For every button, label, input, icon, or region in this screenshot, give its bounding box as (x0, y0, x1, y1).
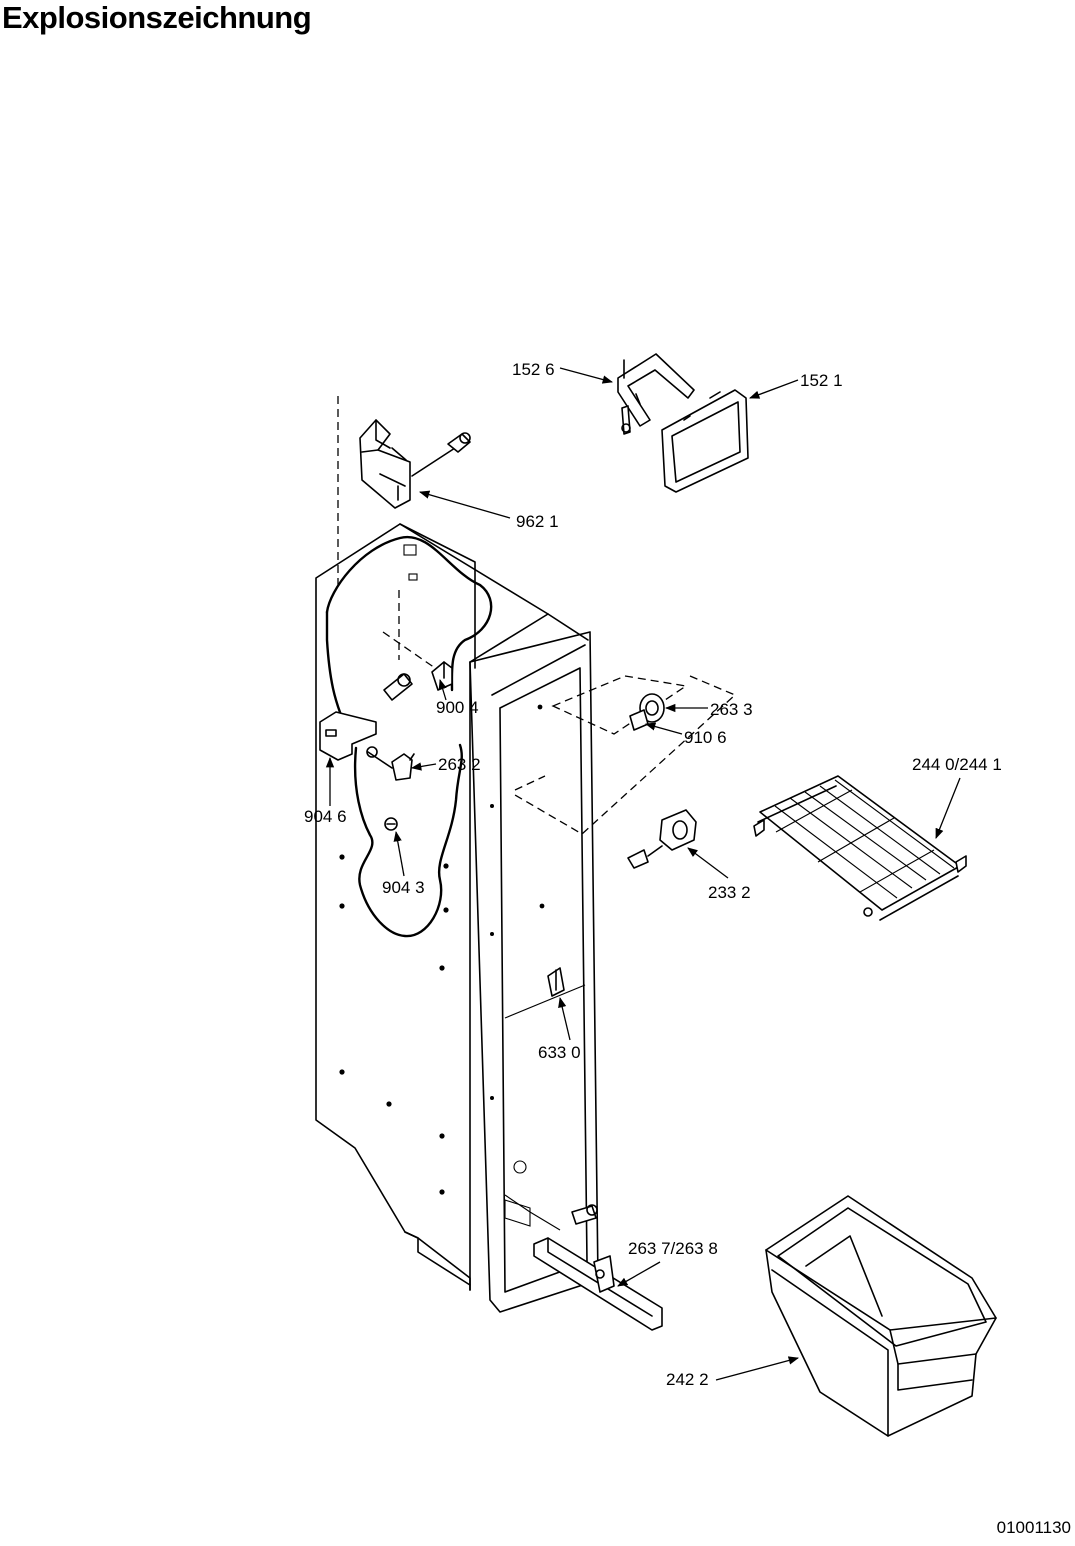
part-wire-shelf-2440 (753, 775, 967, 921)
part-screw-9621 (411, 432, 471, 477)
part-switch-2632 (366, 746, 415, 781)
label-part-2332: 233 2 (708, 883, 751, 902)
part-bracket-9046 (319, 711, 377, 761)
label-part-2422: 242 2 (666, 1370, 709, 1389)
part-screw-9043 (384, 817, 398, 831)
label-part-2637: 263 7/263 8 (628, 1239, 718, 1258)
alignment-line (551, 675, 688, 735)
label-part-1521: 152 1 (800, 371, 843, 390)
document-id: 01001130 (996, 1518, 1071, 1537)
label-part-2633: 263 3 (710, 700, 753, 719)
leader-lines (325, 367, 961, 1381)
alignment-line (514, 675, 737, 835)
alignment-line (382, 631, 436, 669)
label-part-9043: 904 3 (382, 878, 425, 897)
part-lever-2637 (533, 1204, 663, 1331)
part-clip-9004 (431, 661, 453, 691)
part-screw-9106 (629, 709, 649, 731)
page-title: Explosionszeichnung (2, 0, 312, 35)
label-part-1526: 152 6 (512, 360, 555, 379)
label-part-2440: 244 0/244 1 (912, 755, 1002, 774)
part-bin-2422 (765, 1195, 997, 1437)
label-part-9046: 904 6 (304, 807, 347, 826)
part-screw-large (383, 673, 413, 701)
part-cover-1521 (661, 389, 749, 493)
label-part-6330: 633 0 (538, 1043, 581, 1062)
label-part-9004: 900 4 (436, 698, 479, 717)
part-bracket-9621 (359, 419, 411, 509)
part-roller-2332 (627, 809, 697, 869)
part-hinge-1526 (617, 353, 695, 435)
label-part-2632: 263 2 (438, 755, 481, 774)
label-part-9621: 962 1 (516, 512, 559, 531)
label-part-9106: 910 6 (684, 728, 727, 747)
cabinet-housing (315, 523, 599, 1313)
part-connector-6330 (547, 967, 565, 997)
